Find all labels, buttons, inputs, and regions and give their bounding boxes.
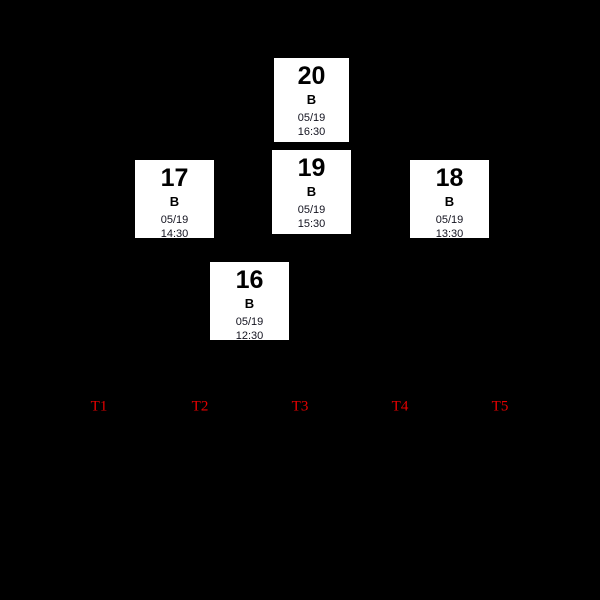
track-label-t4: T4: [391, 398, 409, 415]
task-resource: B: [306, 184, 317, 199]
task-time: 14:30: [160, 228, 189, 238]
track-label-t1: T1: [90, 398, 108, 415]
task-id: 20: [297, 62, 326, 90]
task-resource: B: [306, 92, 317, 107]
task-resource: B: [169, 194, 180, 209]
task-id: 18: [435, 164, 464, 192]
track-label-t3: T3: [291, 398, 309, 415]
task-time: 12:30: [235, 330, 264, 340]
task-date: 05/19: [235, 316, 264, 328]
task-time: 15:30: [297, 218, 326, 230]
task-id: 16: [235, 266, 264, 294]
task-date: 05/19: [297, 112, 326, 124]
task-date: 05/19: [160, 214, 189, 226]
track-label-t5: T5: [491, 398, 509, 415]
track-label-t2: T2: [191, 398, 209, 415]
task-id: 19: [297, 154, 326, 182]
task-time: 13:30: [435, 228, 464, 238]
task-date: 05/19: [435, 214, 464, 226]
task-time: 16:30: [297, 126, 326, 138]
task-id: 17: [160, 164, 189, 192]
task-resource: B: [244, 296, 255, 311]
task-date: 05/19: [297, 204, 326, 216]
task-resource: B: [444, 194, 455, 209]
